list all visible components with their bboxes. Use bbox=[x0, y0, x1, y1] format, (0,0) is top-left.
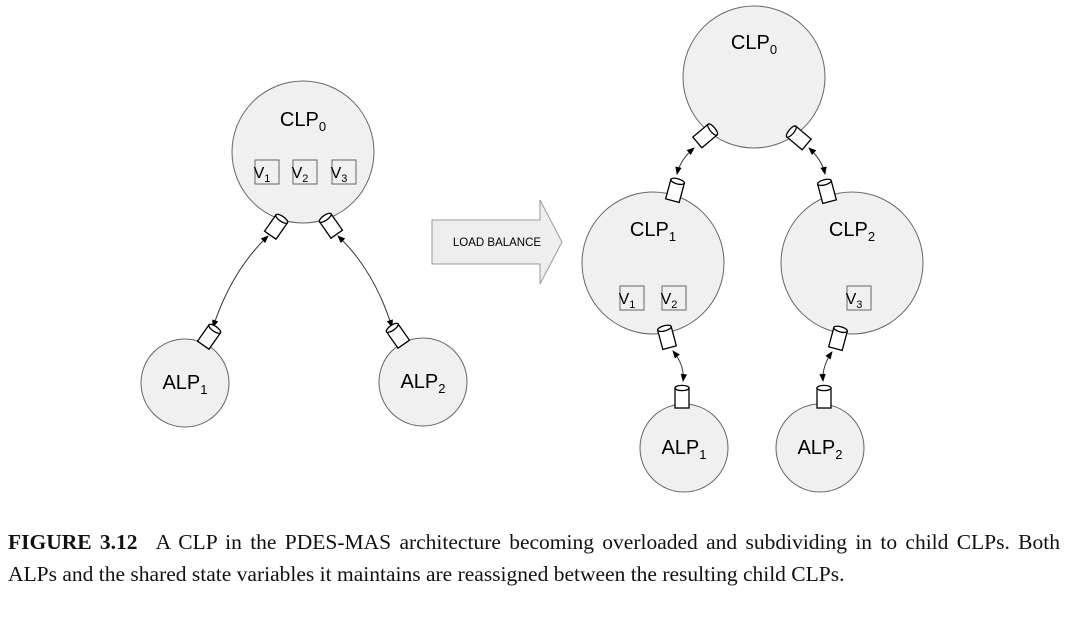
port-icon bbox=[816, 384, 832, 409]
clp-node bbox=[780, 191, 924, 335]
caption-text-1: A CLP in the bbox=[155, 530, 285, 554]
clp-label: CLP2 bbox=[829, 219, 875, 244]
variable-box: V3 bbox=[331, 159, 357, 185]
load-balance-arrow: LOAD BALANCE bbox=[431, 199, 563, 285]
caption-text-2: architecture becoming overloaded and sub… bbox=[8, 530, 1060, 586]
clp-label: CLP1 bbox=[630, 219, 676, 244]
alp-label: ALP1 bbox=[162, 372, 207, 397]
link-clp2-alp2 bbox=[819, 351, 833, 382]
svg-text:V3: V3 bbox=[846, 291, 863, 311]
clp-node bbox=[231, 80, 375, 224]
after-group: CLP0 CLP1 V1 V2 CLP2 V3 ALP1 AL bbox=[581, 5, 924, 493]
variable-box: V1 bbox=[619, 285, 645, 311]
clp-node bbox=[682, 5, 826, 149]
svg-text:V3: V3 bbox=[331, 165, 348, 185]
variable-box: V3 bbox=[846, 285, 872, 311]
svg-text:V1: V1 bbox=[254, 165, 271, 185]
variable-box: V2 bbox=[661, 285, 687, 311]
variable-box: V2 bbox=[292, 159, 318, 185]
alp-node bbox=[378, 337, 468, 427]
figure-caption: FIGURE 3.12 A CLP in the PDES-MAS archite… bbox=[8, 526, 1060, 590]
link-clp0-clp2 bbox=[808, 147, 827, 175]
clp-label: CLP0 bbox=[280, 109, 326, 134]
variable-box: V1 bbox=[254, 159, 280, 185]
alp-node bbox=[140, 338, 230, 428]
alp-label: ALP2 bbox=[797, 437, 842, 462]
figure-label: FIGURE 3.12 bbox=[8, 530, 138, 554]
before-group: CLP0 V1 V2 V3 ALP1 ALP2 bbox=[140, 80, 468, 428]
clp-node bbox=[581, 191, 725, 335]
link-clp1-alp1 bbox=[672, 350, 688, 382]
svg-text:V1: V1 bbox=[619, 291, 636, 311]
svg-text:V2: V2 bbox=[292, 165, 309, 185]
arrow-label: LOAD BALANCE bbox=[453, 237, 542, 249]
link-clp0-clp1 bbox=[675, 147, 695, 175]
clp-label: CLP0 bbox=[731, 32, 777, 57]
svg-text:V2: V2 bbox=[661, 291, 678, 311]
alp-label: ALP1 bbox=[661, 437, 706, 462]
link-clp0-alp1 bbox=[212, 235, 269, 328]
caption-architecture-name: PDES-MAS bbox=[284, 530, 392, 554]
port-icon bbox=[674, 384, 690, 409]
link-clp0-alp2 bbox=[337, 235, 393, 328]
pdes-mas-diagram: CLP0 V1 V2 V3 ALP1 ALP2 LOAD BALANCE bbox=[140, 5, 924, 493]
alp-label: ALP2 bbox=[400, 371, 445, 396]
